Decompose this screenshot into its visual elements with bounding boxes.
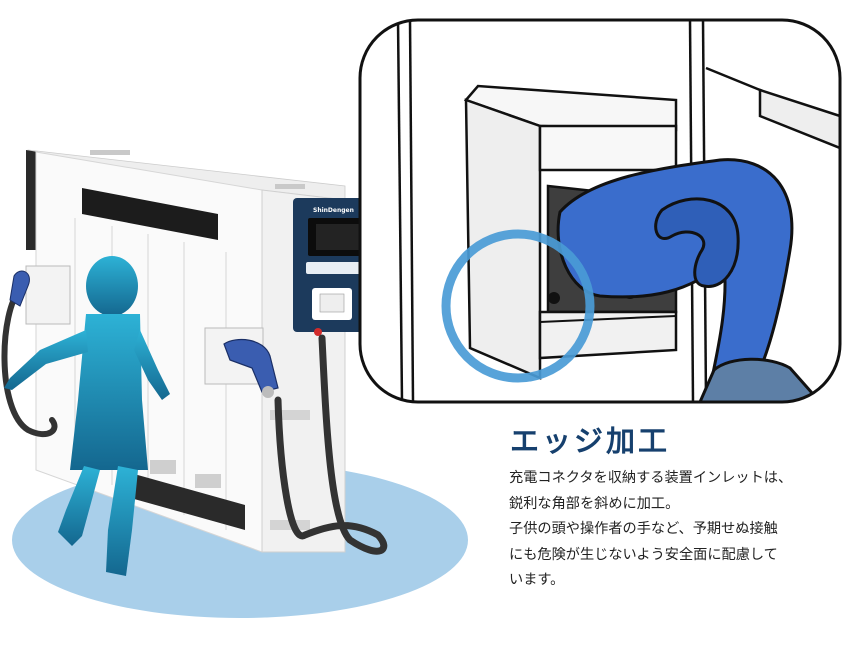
description-line: います。 — [509, 572, 565, 588]
feature-title: エッジ加工 — [510, 424, 671, 458]
feature-description: 充電コネクタを収納する装置インレットは、 鋭利な角部を斜めに加工。 子供の頭や操… — [509, 466, 844, 594]
description-line: にも危険が生じないよう安全面に配慮して — [509, 546, 778, 563]
description-line: 子供の頭や操作者の手など、予期せぬ接触 — [509, 521, 778, 537]
connector-right — [223, 338, 279, 398]
highlight-ring — [441, 229, 595, 383]
description-line: 鋭利な角部を斜めに加工。 — [509, 495, 680, 512]
zoom-detail — [358, 18, 842, 404]
description-line: 充電コネクタを収納する装置インレットは、 — [509, 470, 793, 486]
child-silhouette — [4, 256, 170, 576]
connector-left — [9, 270, 30, 307]
charging-cables — [1, 287, 388, 555]
svg-text:ShinDengen: ShinDengen — [313, 207, 354, 214]
